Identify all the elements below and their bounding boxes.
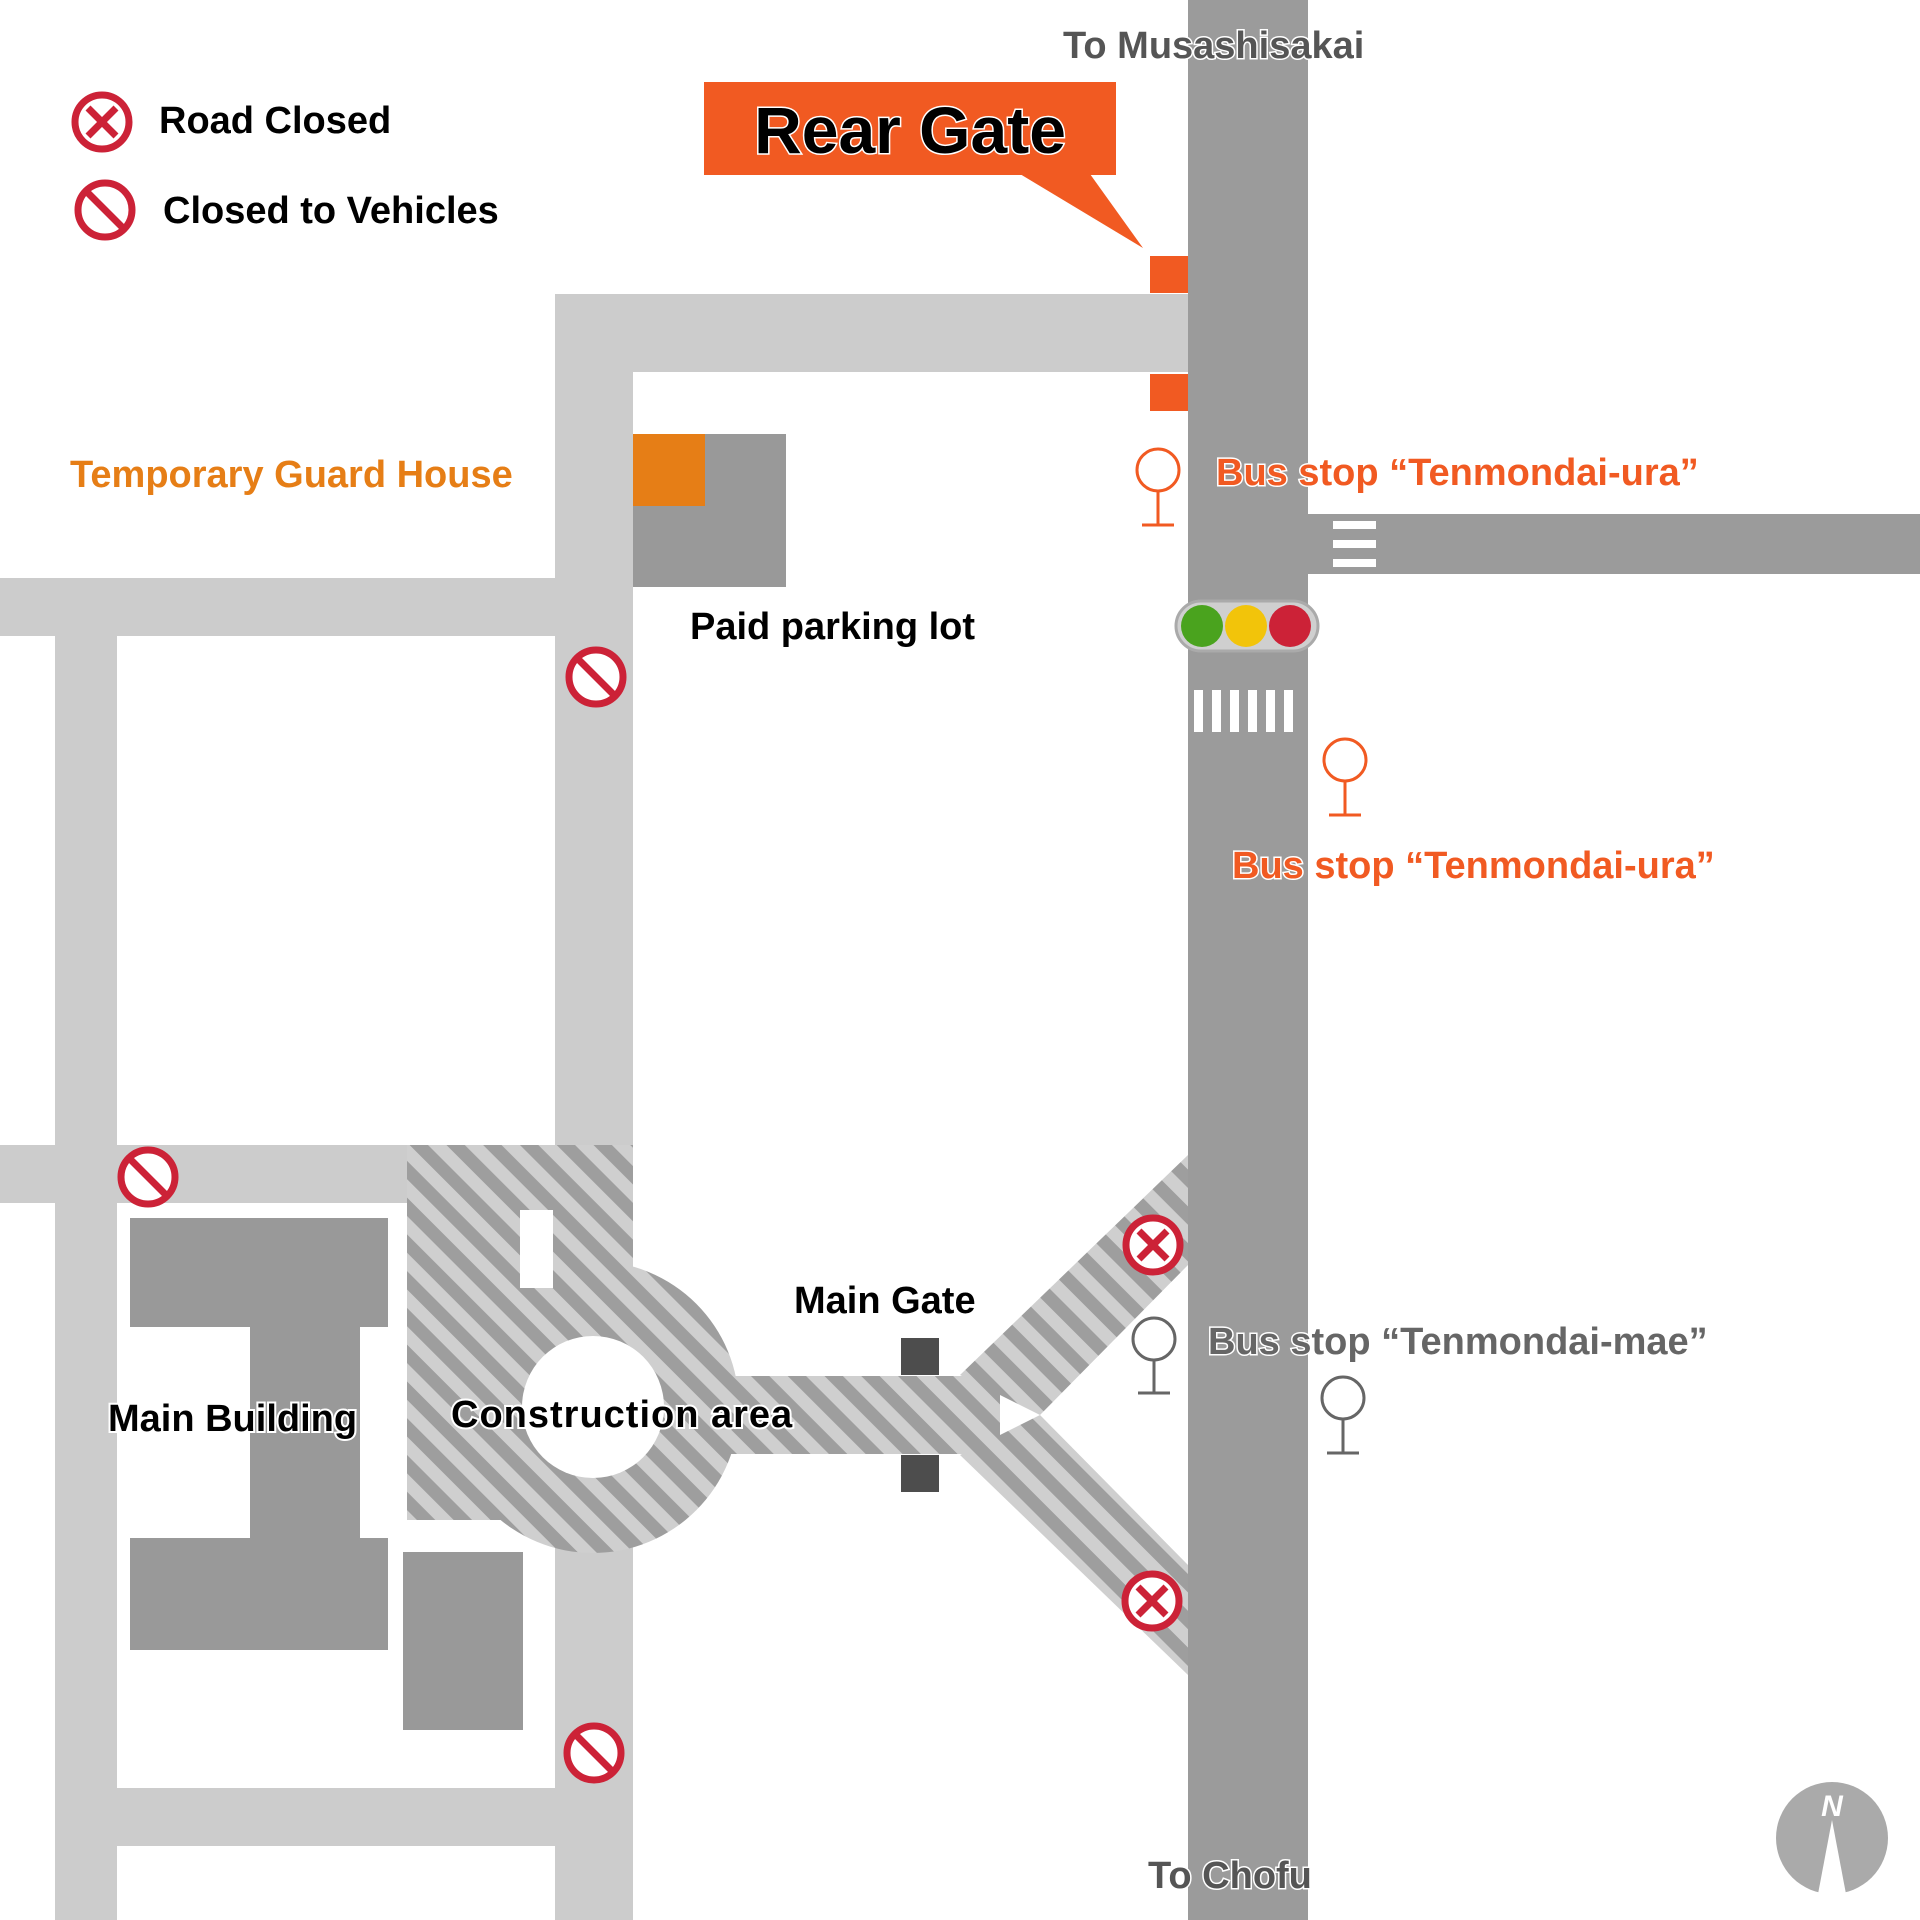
annex-building — [403, 1552, 523, 1730]
crosswalk-east — [1333, 521, 1376, 567]
no-entry-icon — [567, 1726, 621, 1780]
bus-stop-south-label: Bus stop “Tenmondai-mae” — [1208, 1321, 1708, 1363]
main-gate-posts — [901, 1338, 939, 1492]
main-building-label: Main Building — [108, 1398, 357, 1440]
bus-stop-icon — [1135, 447, 1181, 527]
north-campus-road — [555, 294, 1190, 372]
direction-north: To Musashisakai — [1063, 25, 1364, 67]
compass-letter: N — [1821, 1790, 1844, 1823]
bus-stop-icon — [1131, 1316, 1177, 1395]
rear-gate-callout: Rear Gate — [704, 82, 1143, 248]
main-road — [1188, 0, 1308, 1920]
side-roads — [0, 294, 1190, 1920]
no-entry-icon — [78, 183, 132, 237]
main-gate-label: Main Gate — [794, 1280, 976, 1322]
circle-x-icon — [1125, 1574, 1179, 1628]
guard-house — [633, 434, 705, 506]
parking-label: Paid parking lot — [690, 606, 975, 648]
bus-stop-icon — [1320, 1375, 1366, 1455]
north-arrow-icon: N — [1776, 1782, 1888, 1894]
central-campus-road — [555, 294, 633, 1920]
construction-label: Construction area — [451, 1394, 793, 1436]
circle-x-icon — [75, 95, 129, 149]
main-building — [130, 1218, 388, 1650]
traffic-light-icon — [1174, 599, 1320, 653]
guard-house-label: Temporary Guard House — [70, 454, 513, 496]
crosswalk-main — [1194, 690, 1293, 732]
east-road — [1308, 514, 1920, 574]
bus-stop-middle-label: Bus stop “Tenmondai-ura” — [1232, 845, 1715, 887]
bus-stop-north-label: Bus stop “Tenmondai-ura” — [1216, 452, 1699, 494]
legend: Road Closed Closed to Vehicles — [75, 95, 499, 237]
bus-stop-icon — [1322, 737, 1368, 817]
direction-south: To Chofu — [1148, 1855, 1312, 1897]
no-entry-icon — [121, 1150, 175, 1204]
south-campus-road — [55, 1788, 633, 1846]
circle-x-icon — [1126, 1218, 1180, 1272]
west-vertical-road — [55, 578, 117, 1920]
rear-gate-label: Rear Gate — [754, 93, 1066, 167]
buildings — [130, 434, 786, 1730]
legend-road-closed: Road Closed — [159, 100, 391, 142]
no-entry-icon — [569, 650, 623, 704]
rear-gate-posts — [1150, 256, 1188, 411]
legend-closed-to-vehicles: Closed to Vehicles — [163, 190, 499, 232]
main-roads — [1188, 0, 1920, 1920]
